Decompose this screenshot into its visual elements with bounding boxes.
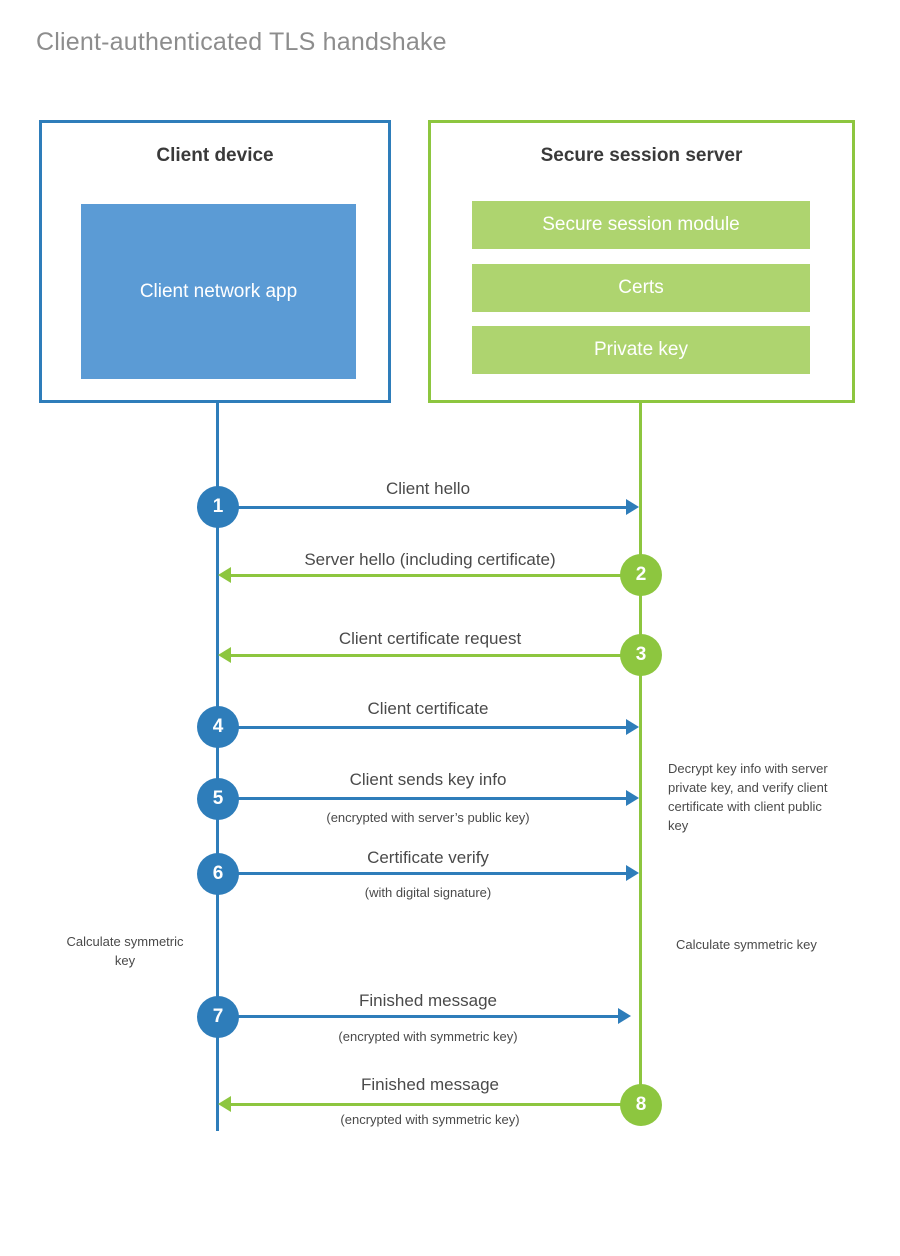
arrowhead-right-icon-5 bbox=[626, 790, 639, 806]
message-line-5 bbox=[218, 797, 626, 800]
message-line-6 bbox=[218, 872, 626, 875]
step-badge-1: 1 bbox=[197, 486, 239, 528]
step-badge-5: 5 bbox=[197, 778, 239, 820]
step-badge-4: 4 bbox=[197, 706, 239, 748]
arrowhead-left-icon-3 bbox=[218, 647, 231, 663]
server-component-private-key: Private key bbox=[472, 326, 810, 374]
message-sublabel-6: (with digital signature) bbox=[364, 885, 492, 900]
message-line-1 bbox=[218, 506, 626, 509]
note-server-decrypt: Decrypt key info with server private key… bbox=[668, 761, 828, 833]
message-sublabel-5: (encrypted with server’s public key) bbox=[326, 810, 530, 825]
message-label-2: Server hello (including certificate) bbox=[304, 550, 556, 569]
arrowhead-left-icon-2 bbox=[218, 567, 231, 583]
note-server-calculate-symmetric-key: Calculate symmetric key bbox=[676, 937, 817, 952]
client-lifeline bbox=[216, 403, 219, 1131]
message-label-7: Finished message bbox=[359, 991, 497, 1010]
secure-session-server-box: Secure session server Secure session mod… bbox=[428, 120, 855, 403]
message-label-3: Client certificate request bbox=[338, 629, 522, 648]
step-badge-2: 2 bbox=[620, 554, 662, 596]
server-component-secure-session-module: Secure session module bbox=[472, 201, 810, 249]
message-line-2 bbox=[230, 574, 640, 577]
arrowhead-right-icon-7 bbox=[618, 1008, 631, 1024]
message-line-3 bbox=[230, 654, 640, 657]
arrowhead-right-icon-6 bbox=[626, 865, 639, 881]
step-badge-8: 8 bbox=[620, 1084, 662, 1126]
arrowhead-right-icon-4 bbox=[626, 719, 639, 735]
server-lifeline bbox=[639, 403, 642, 1120]
client-device-title: Client device bbox=[156, 145, 274, 166]
message-line-7 bbox=[218, 1015, 618, 1018]
step-badge-3: 3 bbox=[620, 634, 662, 676]
step-badge-7: 7 bbox=[197, 996, 239, 1038]
page-title: Client-authenticated TLS handshake bbox=[36, 28, 447, 56]
arrowhead-left-icon-8 bbox=[218, 1096, 231, 1112]
client-network-app-block: Client network app bbox=[81, 204, 356, 379]
message-label-4: Client certificate bbox=[367, 699, 489, 718]
message-line-8 bbox=[230, 1103, 640, 1106]
message-label-6: Certificate verify bbox=[367, 848, 489, 867]
step-badge-6: 6 bbox=[197, 853, 239, 895]
message-label-1: Client hello bbox=[385, 479, 471, 498]
client-device-box: Client device Client network app bbox=[39, 120, 391, 403]
message-sublabel-7: (encrypted with symmetric key) bbox=[338, 1029, 518, 1044]
message-label-5: Client sends key info bbox=[349, 770, 507, 789]
message-label-8: Finished message bbox=[361, 1075, 499, 1094]
message-line-4 bbox=[218, 726, 626, 729]
arrowhead-right-icon-1 bbox=[626, 499, 639, 515]
secure-session-server-title: Secure session server bbox=[540, 145, 743, 166]
server-component-certs: Certs bbox=[472, 264, 810, 312]
message-sublabel-8: (encrypted with symmetric key) bbox=[340, 1112, 520, 1127]
note-client-calculate-symmetric-key: Calculate symmetric key bbox=[66, 934, 184, 968]
